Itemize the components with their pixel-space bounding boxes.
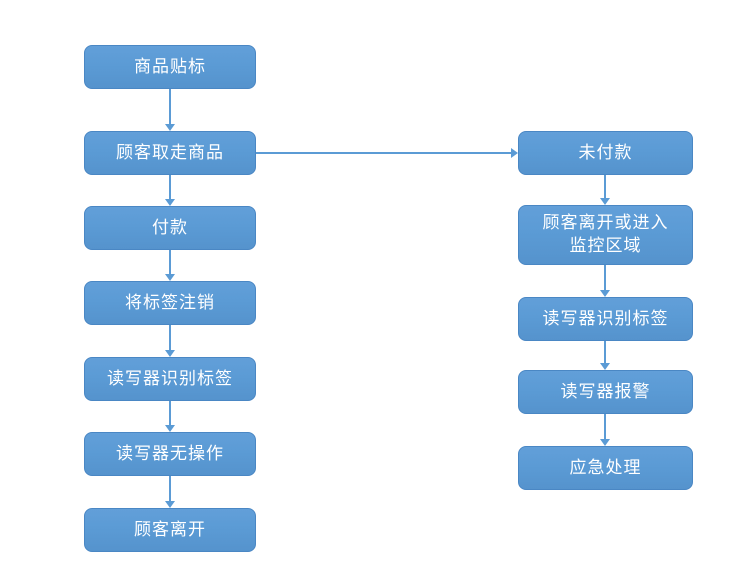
connector-unpaid-to-leave-or-enter-monitored — [604, 175, 606, 199]
node-leave-or-enter-monitored[interactable]: 顾客离开或进入 监控区域 — [518, 205, 693, 265]
arrowhead-down-icon — [165, 199, 175, 206]
node-emergency-handling[interactable]: 应急处理 — [518, 446, 693, 490]
arrowhead-down-icon — [165, 501, 175, 508]
arrowhead-down-icon — [600, 439, 610, 446]
node-tag-deactivation[interactable]: 将标签注销 — [84, 281, 256, 325]
arrowhead-down-icon — [165, 124, 175, 131]
node-customer-leaves[interactable]: 顾客离开 — [84, 508, 256, 552]
arrowhead-down-icon — [600, 198, 610, 205]
connector-reader-alarm-to-emergency-handling — [604, 414, 606, 440]
node-goods-tagging[interactable]: 商品贴标 — [84, 45, 256, 89]
node-reader-no-action[interactable]: 读写器无操作 — [84, 432, 256, 476]
connector-payment-to-tag-deactivation — [169, 250, 171, 275]
connector-leave-or-enter-monitored-to-reader-identify-tag-2 — [604, 265, 606, 291]
node-unpaid[interactable]: 未付款 — [518, 131, 693, 175]
node-reader-identify-tag-2[interactable]: 读写器识别标签 — [518, 297, 693, 341]
connector-goods-tagging-to-customer-takes-goods — [169, 89, 171, 125]
node-customer-takes-goods[interactable]: 顾客取走商品 — [84, 131, 256, 175]
arrowhead-down-icon — [600, 290, 610, 297]
connector-reader-no-action-to-customer-leaves — [169, 476, 171, 502]
arrowhead-down-icon — [600, 363, 610, 370]
node-payment[interactable]: 付款 — [84, 206, 256, 250]
connector-customer-takes-goods-to-unpaid — [256, 152, 512, 154]
node-reader-alarm[interactable]: 读写器报警 — [518, 370, 693, 414]
arrowhead-down-icon — [165, 350, 175, 357]
arrowhead-down-icon — [165, 274, 175, 281]
connector-customer-takes-goods-to-payment — [169, 175, 171, 200]
connector-reader-identify-tag-to-reader-no-action — [169, 401, 171, 426]
connector-reader-identify-tag-2-to-reader-alarm — [604, 341, 606, 364]
node-reader-identify-tag[interactable]: 读写器识别标签 — [84, 357, 256, 401]
connector-tag-deactivation-to-reader-identify-tag — [169, 325, 171, 351]
arrowhead-down-icon — [165, 425, 175, 432]
arrowhead-right-icon — [511, 148, 518, 158]
